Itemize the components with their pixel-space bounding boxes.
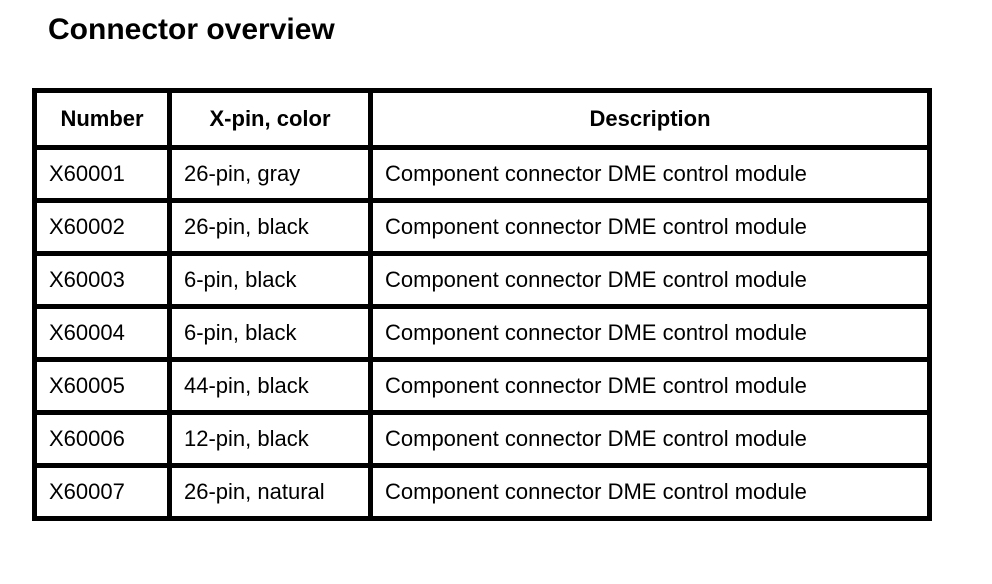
cell-pin-color: 26-pin, gray	[167, 145, 373, 203]
cell-pin-color: 26-pin, natural	[167, 463, 373, 521]
cell-description: Component connector DME control module	[368, 304, 932, 362]
cell-number: X60006	[32, 410, 172, 468]
table-row: X60006 12-pin, black Component connector…	[32, 410, 932, 468]
cell-number: X60001	[32, 145, 172, 203]
cell-description: Component connector DME control module	[368, 198, 932, 256]
table-row: X60001 26-pin, gray Component connector …	[32, 145, 932, 203]
cell-pin-color: 12-pin, black	[167, 410, 373, 468]
cell-description: Component connector DME control module	[368, 251, 932, 309]
cell-description: Component connector DME control module	[368, 410, 932, 468]
page-title: Connector overview	[48, 13, 335, 46]
table-row: X60002 26-pin, black Component connector…	[32, 198, 932, 256]
cell-pin-color: 26-pin, black	[167, 198, 373, 256]
header-pin-color: X-pin, color	[167, 88, 373, 150]
table-row: X60003 6-pin, black Component connector …	[32, 251, 932, 309]
table-row: X60005 44-pin, black Component connector…	[32, 357, 932, 415]
table-header-row: Number X-pin, color Description	[32, 88, 932, 150]
cell-number: X60004	[32, 304, 172, 362]
connector-overview-table: Number X-pin, color Description X60001 2…	[32, 88, 932, 521]
cell-number: X60002	[32, 198, 172, 256]
cell-number: X60003	[32, 251, 172, 309]
header-description: Description	[368, 88, 932, 150]
cell-description: Component connector DME control module	[368, 145, 932, 203]
table-row: X60007 26-pin, natural Component connect…	[32, 463, 932, 521]
cell-description: Component connector DME control module	[368, 357, 932, 415]
cell-pin-color: 6-pin, black	[167, 304, 373, 362]
cell-pin-color: 6-pin, black	[167, 251, 373, 309]
header-number: Number	[32, 88, 172, 150]
cell-pin-color: 44-pin, black	[167, 357, 373, 415]
cell-description: Component connector DME control module	[368, 463, 932, 521]
table-row: X60004 6-pin, black Component connector …	[32, 304, 932, 362]
cell-number: X60007	[32, 463, 172, 521]
cell-number: X60005	[32, 357, 172, 415]
